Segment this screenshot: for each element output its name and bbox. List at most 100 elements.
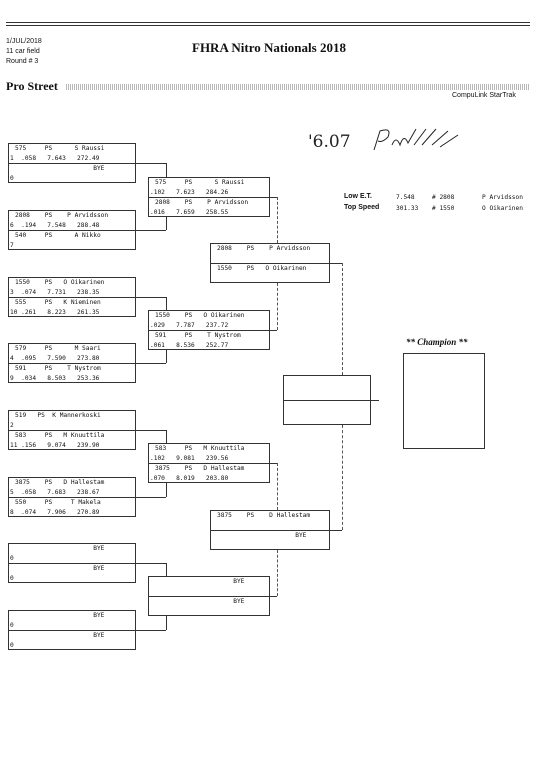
dotted-rule: [66, 84, 530, 90]
entry-row: 591 PS T Nystrom.061 8.536 252.77: [149, 331, 269, 351]
entry-row: 550 PS T Makela 8 .074 7.906 270.89: [9, 498, 135, 518]
entry-line-1: BYE: [155, 598, 245, 605]
entry-line-2: .102 7.623 284.26: [150, 189, 229, 196]
r1-connector-h: [136, 230, 166, 231]
r1-connector-h: [136, 563, 166, 564]
entry-line-2: 0: [10, 642, 14, 649]
r1-connector-h: [136, 163, 166, 164]
r1-connector-v: [166, 217, 167, 230]
entry-line-2: 10 .261 8.223 261.35: [10, 309, 100, 316]
entry-row: 3875 PS D Hallestam .070 8.019 203.80: [149, 464, 269, 484]
low-et-label: Low E.T.: [344, 193, 372, 200]
vendor-name: CompuLink StarTrak: [452, 92, 516, 99]
r1-connector-h: [136, 630, 166, 631]
entry-line-1: 1550 PS O Oikarinen: [217, 265, 307, 272]
entry-line-2: 3 .074 7.731 238.35: [10, 289, 100, 296]
entry-line-2: 9 .034 8.503 253.36: [10, 375, 100, 382]
entry-line-2: 4 .095 7.590 273.80: [10, 355, 100, 362]
entry-line-1: 2808 PS P Arvidsson: [155, 199, 249, 206]
entry-line-2: 8 .074 7.906 270.89: [10, 509, 100, 516]
round-3-matchup: 3875 PS D Hallestam BYE: [210, 510, 330, 550]
r2-connector-h: [270, 197, 277, 198]
top-speed-value: 301.33: [396, 205, 419, 212]
entry-row: 1550 PS O Oikarinen: [211, 264, 329, 284]
entry-line-1: 1550 PS O Oikarinen: [15, 279, 105, 286]
entry-row: 1550 PS O Oikarinen 3 .074 7.731 238.35: [9, 278, 135, 298]
r2-connector-h: [270, 463, 277, 464]
top-speed-driver: O Oikarinen: [482, 205, 523, 212]
entry-line-1: 3875 PS D Hallestam: [155, 465, 245, 472]
entry-row: 2808 PS P Arvidsson .016 7.659 258.55: [149, 198, 269, 218]
entry-line-1: 575 PS S Raussi: [155, 179, 245, 186]
handwritten-note: '6.07: [308, 132, 351, 152]
entry-line-2: 7: [10, 242, 14, 249]
entry-line-2: 0: [10, 555, 14, 562]
entry-line-1: 3875 PS D Hallestam: [217, 512, 311, 519]
entry-row: BYE: [149, 577, 269, 597]
entry-line-1: 540 PS A Nikko: [15, 232, 101, 239]
r3-connector-h: [330, 530, 342, 531]
entry-line-2: 0: [10, 622, 14, 629]
entry-row: 583 PS M Knuuttila.102 9.081 239.56: [149, 444, 269, 464]
r2-connector-h: [270, 596, 277, 597]
entry-line-1: 550 PS T Makela: [15, 499, 101, 506]
entry-line-2: 2: [10, 422, 14, 429]
signature-scribble: [373, 128, 459, 151]
entry-row: BYE: [211, 531, 329, 551]
entry-line-1: BYE: [217, 532, 307, 539]
r2-connector-v: [277, 463, 278, 510]
r1-connector-v: [166, 163, 167, 177]
low-et-driver: P Arvidsson: [482, 194, 523, 201]
entry-line-1: 583 PS M Knuuttila: [155, 445, 245, 452]
entry-line-1: 519 PS K Mannerkoski: [15, 412, 101, 419]
entry-line-2: 11 .156 9.074 239.90: [10, 442, 100, 449]
entry-line-1: 583 PS M Knuuttila: [15, 432, 105, 439]
low-et-value: 7.548: [396, 194, 415, 201]
entry-row: 2808 PS P Arvidsson: [211, 244, 329, 264]
entry-line-2: 6 .194 7.548 288.48: [10, 222, 100, 229]
top-rule: [6, 22, 530, 23]
entry-line-1: 575 PS S Raussi: [15, 145, 105, 152]
r3-connector-v: [342, 425, 343, 530]
entry-row: 1550 PS O Oikarinen.029 7.787 237.72: [149, 311, 269, 331]
r1-connector-h: [136, 430, 166, 431]
final-divider: [284, 400, 370, 401]
entry-line-1: BYE: [15, 545, 105, 552]
class-name: Pro Street: [6, 79, 58, 93]
round-2-matchup: 575 PS S Raussi .102 7.623 284.26 2808 PS …: [148, 177, 270, 217]
final-box: [283, 375, 371, 425]
r1-connector-v: [166, 616, 167, 630]
r1-connector-v: [166, 297, 167, 310]
r2-connector-h: [270, 330, 277, 331]
round-2-matchup: BYE BYE: [148, 576, 270, 616]
champion-label: ** Champion **: [406, 337, 468, 347]
final-connector: [371, 400, 379, 401]
r3-connector-h: [330, 263, 342, 264]
top-rule-2: [6, 25, 530, 26]
entry-line-2: .070 8.019 203.80: [150, 475, 229, 482]
top-speed-car-number: # 1550: [432, 205, 455, 212]
entry-row: BYE: [149, 597, 269, 617]
entry-line-2: .016 7.659 258.55: [150, 209, 229, 216]
r1-connector-v: [166, 430, 167, 443]
field-size: 11 car field: [6, 48, 40, 55]
entry-line-1: BYE: [15, 565, 105, 572]
entry-line-1: 3875 PS D Hallestam: [15, 479, 105, 486]
